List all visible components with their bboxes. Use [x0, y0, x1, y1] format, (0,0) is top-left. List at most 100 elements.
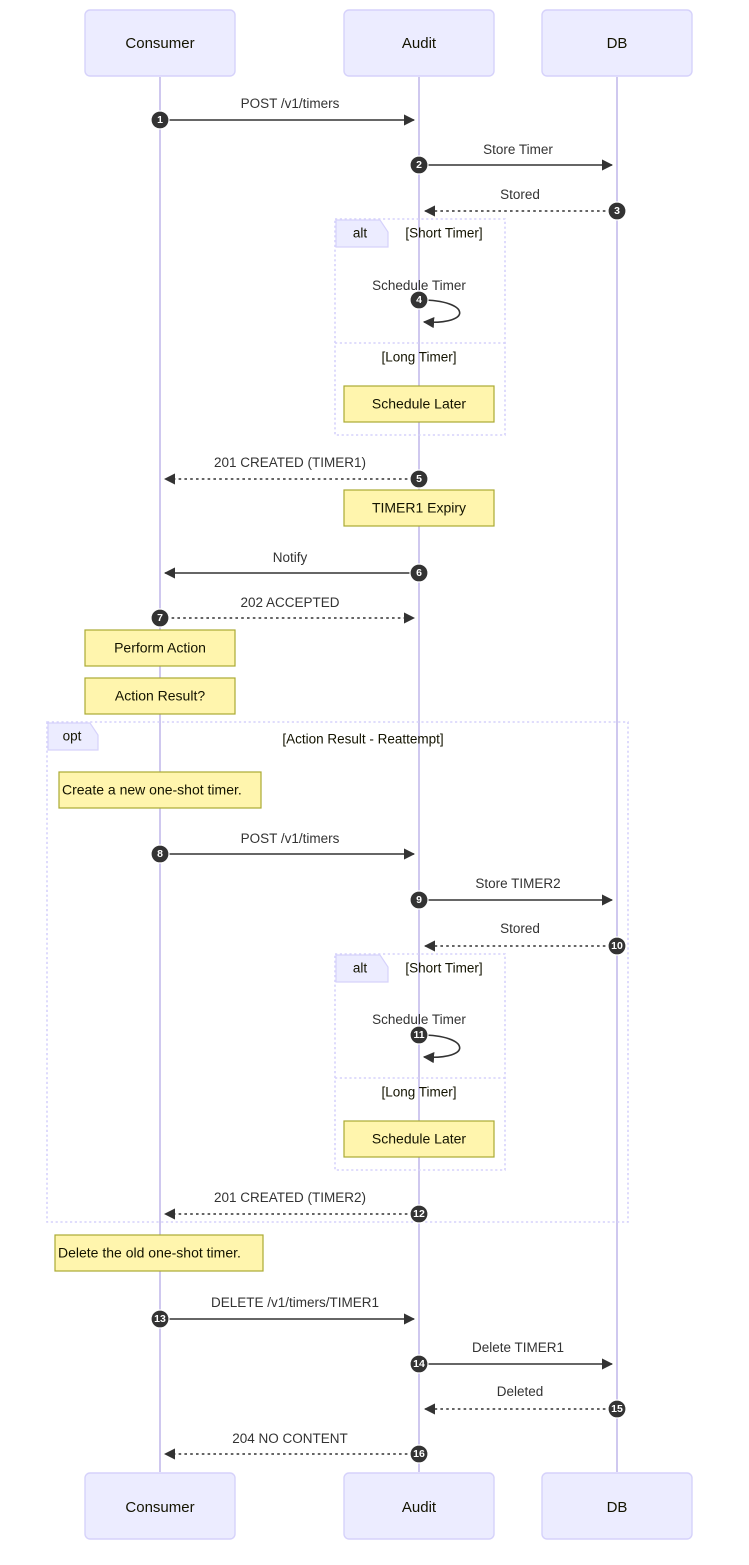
- participant-footer-db-box[interactable]: [541, 1472, 693, 1540]
- message-1: POST /v1/timers 1: [150, 96, 416, 130]
- note-create-new-timer-box: [58, 771, 262, 809]
- message-9-badge: [409, 890, 429, 910]
- message-13: DELETE /v1/timers/TIMER1 13: [150, 1295, 416, 1329]
- participant-footer-audit[interactable]: Audit: [343, 1472, 495, 1540]
- note-delete-old-timer: Delete the old one-shot timer.: [54, 1234, 264, 1272]
- message-11-badge: [409, 1025, 429, 1045]
- message-14-badge: [409, 1354, 429, 1374]
- note-action-result-box: [84, 677, 236, 715]
- note-timer1-expiry-box: [343, 489, 495, 527]
- message-16: 204 NO CONTENT 16: [163, 1431, 429, 1464]
- participant-header-audit[interactable]: Audit: [343, 9, 495, 77]
- message-6-badge: [409, 563, 429, 583]
- participant-footer-audit-box[interactable]: [343, 1472, 495, 1540]
- fragment-opt-1: opt [Action Result - Reattempt]: [46, 721, 629, 1223]
- message-11-line: [420, 1034, 461, 1064]
- message-4-line: [420, 299, 461, 329]
- message-11-badge-label: 11: [413, 1029, 424, 1041]
- note-create-new-timer: Create a new one-shot timer.: [58, 771, 262, 809]
- participant-footer-consumer-box[interactable]: [84, 1472, 236, 1540]
- message-15: Deleted 15: [423, 1384, 627, 1419]
- participant-footer-db-label: DB: [607, 1499, 628, 1516]
- note-create-new-timer-text: Create a new one-shot timer.: [62, 782, 242, 798]
- fragment-alt-1-tab: [335, 219, 389, 248]
- note-timer1-expiry: TIMER1 Expiry: [343, 489, 495, 527]
- message-7-label: 202 ACCEPTED: [240, 595, 339, 610]
- participant-footer-consumer[interactable]: Consumer: [84, 1472, 236, 1540]
- note-schedule-later-2: Schedule Later: [343, 1120, 495, 1158]
- message-3: Stored 3: [423, 187, 627, 221]
- fragment-alt-1-box: [334, 218, 506, 436]
- note-timer1-expiry-text: TIMER1 Expiry: [372, 500, 466, 516]
- message-1-badge: [150, 110, 170, 130]
- message-14-badge-label: 14: [413, 1358, 425, 1370]
- fragment-alt-2-condition-0: [Short Timer]: [405, 961, 482, 976]
- message-15-label: Deleted: [497, 1384, 544, 1399]
- fragment-alt-2-tab: [335, 954, 389, 983]
- message-16-label: 204 NO CONTENT: [232, 1431, 348, 1446]
- note-schedule-later-2-text: Schedule Later: [372, 1131, 467, 1147]
- message-12-label: 201 CREATED (TIMER2): [214, 1190, 366, 1205]
- note-schedule-later-1-text: Schedule Later: [372, 396, 467, 412]
- message-9-badge-label: 9: [416, 894, 422, 906]
- message-11-label: Schedule Timer: [372, 1012, 466, 1027]
- note-schedule-later-2-box: [343, 1120, 495, 1158]
- message-14-label: Delete TIMER1: [472, 1340, 564, 1355]
- note-schedule-later-1-box: [343, 385, 495, 423]
- note-delete-old-timer-box: [54, 1234, 264, 1272]
- message-16-badge: [409, 1444, 429, 1464]
- message-4-badge-label: 4: [416, 294, 422, 306]
- participant-header-audit-label: Audit: [402, 35, 437, 52]
- message-7-badge-label: 7: [157, 612, 163, 624]
- fragment-alt-2-box: [334, 953, 506, 1171]
- participant-header-consumer-label: Consumer: [125, 35, 194, 52]
- fragment-opt-1-box: [46, 721, 629, 1223]
- participant-header-db-label: DB: [607, 35, 628, 52]
- message-1-label: POST /v1/timers: [241, 96, 340, 111]
- message-4-badge: [409, 290, 429, 310]
- participant-footer-consumer-label: Consumer: [125, 1499, 194, 1516]
- participant-footer-db[interactable]: DB: [541, 1472, 693, 1540]
- message-9-label: Store TIMER2: [475, 876, 560, 891]
- message-14: Delete TIMER1 14: [409, 1340, 614, 1374]
- message-12: 201 CREATED (TIMER2) 12: [163, 1190, 429, 1224]
- message-2-badge: [409, 155, 429, 175]
- note-schedule-later-1: Schedule Later: [343, 385, 495, 423]
- message-5: 201 CREATED (TIMER1) 5: [163, 455, 429, 489]
- participant-header-db[interactable]: DB: [541, 9, 693, 77]
- fragment-alt-1-condition-1: [Long Timer]: [381, 350, 456, 365]
- message-9: Store TIMER2 9: [409, 876, 614, 910]
- message-2-badge-label: 2: [416, 159, 422, 171]
- participant-header-consumer[interactable]: Consumer: [84, 9, 236, 77]
- fragment-alt-1: alt [Short Timer] [Long Timer]: [334, 218, 506, 436]
- note-action-result-text: Action Result?: [115, 688, 205, 704]
- message-5-label: 201 CREATED (TIMER1): [214, 455, 366, 470]
- message-3-label: Stored: [500, 187, 540, 202]
- message-7-badge: [150, 608, 170, 628]
- message-1-badge-label: 1: [157, 114, 163, 126]
- message-6-label: Notify: [273, 550, 308, 565]
- participant-header-consumer-box[interactable]: [84, 9, 236, 77]
- participant-header-db-box[interactable]: [541, 9, 693, 77]
- fragment-alt-2-tab-label: alt: [353, 961, 368, 976]
- message-5-badge-label: 5: [416, 473, 422, 485]
- message-8-label: POST /v1/timers: [241, 831, 340, 846]
- message-10: Stored 10: [423, 921, 627, 956]
- message-5-badge: [409, 469, 429, 489]
- note-action-result: Action Result?: [84, 677, 236, 715]
- message-6: Notify 6: [163, 550, 429, 583]
- message-2-label: Store Timer: [483, 142, 553, 157]
- message-11: Schedule Timer 11: [372, 1012, 466, 1064]
- message-4-label: Schedule Timer: [372, 278, 466, 293]
- note-perform-action-text: Perform Action: [114, 640, 206, 656]
- fragment-opt-1-tab: [47, 722, 99, 751]
- message-10-label: Stored: [500, 921, 540, 936]
- message-13-badge: [150, 1309, 170, 1329]
- message-3-badge-label: 3: [614, 205, 620, 217]
- participant-header-audit-box[interactable]: [343, 9, 495, 77]
- fragment-opt-1-condition-0: [Action Result - Reattempt]: [282, 732, 443, 747]
- message-15-badge-label: 15: [611, 1403, 623, 1415]
- fragment-alt-2-condition-1: [Long Timer]: [381, 1085, 456, 1100]
